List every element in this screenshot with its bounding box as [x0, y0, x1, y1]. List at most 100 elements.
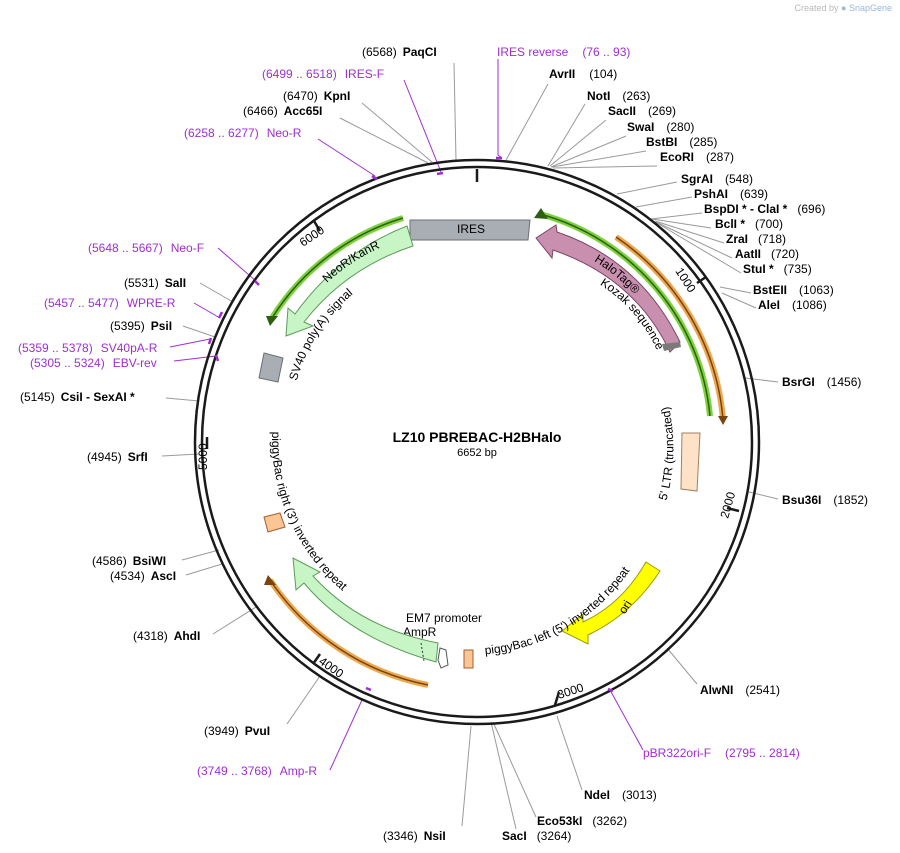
- enzyme-bstbi: BstBI(285): [646, 135, 717, 149]
- leader-acc65i: [339, 117, 429, 164]
- leader-csii: [165, 397, 200, 402]
- enzyme-eco53ki: Eco53kI(3262): [537, 814, 627, 828]
- orange-band-left-core: [269, 579, 429, 686]
- leader-pvui: [286, 675, 321, 725]
- feature-ires: [409, 219, 531, 241]
- leader-ires-reverse: [497, 59, 503, 159]
- leader-ahdi: [212, 606, 257, 635]
- tick-3000: [553, 691, 561, 706]
- primer-pbr322ori-f: pBR322ori-F(2795 .. 2814): [643, 746, 800, 760]
- enzyme-aatii: AatII(720): [735, 247, 799, 261]
- primer-mark-ebv-rev: [214, 354, 220, 362]
- primer-neo-r: (6258 .. 6277)Neo-R: [184, 126, 302, 140]
- tick-6000: [312, 220, 322, 232]
- enzyme-stui: StuI *(735): [743, 262, 812, 276]
- feature-neor: [285, 225, 414, 337]
- primer-mark-wpre-r: [217, 311, 224, 319]
- tick-2000: [726, 506, 740, 513]
- enzyme-asci: (4534)AscI: [110, 569, 176, 583]
- leader-psii: [182, 325, 216, 338]
- primer-mark-amp-r: [365, 686, 372, 692]
- leader-noti: [547, 103, 586, 167]
- primer-neo-f: (5648 .. 5667)Neo-F: [88, 241, 204, 255]
- watermark-brand: SnapGene: [848, 3, 892, 13]
- leader-lines: [161, 59, 779, 830]
- leader-swai: [550, 135, 627, 168]
- plasmid-backbone-inner: [200, 165, 754, 719]
- leader-kpni: [361, 102, 433, 163]
- leader-neo-r: [317, 138, 376, 177]
- primer-mark-sv40pa-r: [207, 337, 213, 345]
- green-band-right-core: [539, 213, 711, 417]
- enzyme-acc65i: (6466)Acc65I: [243, 104, 322, 118]
- leader-pbr322ori-f: [609, 689, 644, 751]
- tick-label-3000: 3000: [556, 680, 586, 702]
- enzyme-csii-sexai: (5145)CsiI - SexAI *: [20, 390, 135, 404]
- green-band-left-core: [271, 217, 404, 319]
- enzyme-alwni: AlwNI(2541): [700, 683, 780, 697]
- scale-ticks: [205, 220, 740, 706]
- orange-band-left-arrow: [264, 575, 276, 585]
- enzyme-pshai: PshAI(639): [694, 187, 768, 201]
- leader-bsrgi: [744, 377, 779, 383]
- leader-ires-f: [403, 79, 442, 173]
- leader-ecori: [552, 165, 658, 169]
- feature-label-5ltr: 5' LTR (truncated): [656, 406, 677, 502]
- leader-sali: [199, 282, 234, 303]
- feature-label-ampr: AmpR: [403, 625, 437, 639]
- tick-label-2000: 2000: [717, 490, 738, 520]
- leader-paqci: [453, 62, 457, 161]
- feature-ampr-internal-mark: [420, 642, 425, 662]
- primer-sv40pa-r: (5359 .. 5378)SV40pA-R: [18, 341, 158, 355]
- primer-wpre-r: (5457 .. 5477)WPRE-R: [44, 296, 176, 310]
- plasmid-length: 6652 bp: [457, 447, 497, 459]
- feature-label-em7: EM7 promoter: [406, 611, 482, 625]
- tick-label-5000: 5000: [196, 443, 210, 470]
- leader-nsii: [461, 725, 472, 827]
- enzyme-psii: (5395)PsiI: [110, 319, 172, 333]
- leader-bsiwi: [181, 549, 220, 561]
- feature-em7-promoter: [437, 647, 449, 669]
- leader-bstbi: [551, 150, 647, 168]
- enzyme-paqci: (6568)PaqCI: [362, 45, 437, 59]
- enzyme-nsii: (3346)NsiI: [383, 829, 446, 843]
- leader-asci: [185, 563, 223, 576]
- feature-ampr: [292, 557, 439, 663]
- enzyme-ndei: NdeI(3013): [584, 788, 657, 802]
- enzyme-ecori: EcoRI(287): [660, 150, 734, 164]
- leader-alei: [721, 292, 757, 309]
- feature-pb-left-itr: [463, 649, 474, 669]
- feature-label-ires: IRES: [457, 222, 485, 236]
- plasmid-name: LZ10 PBREBAC-H2BHalo: [393, 429, 562, 445]
- leader-neo-f: [217, 247, 258, 283]
- orange-band-right-arrow: [718, 416, 728, 425]
- enzyme-srfi: (4945)SrfI: [87, 450, 148, 464]
- snapgene-watermark: Created by ● SnapGene: [794, 3, 892, 13]
- enzyme-bsrgi: BsrGI(1456): [782, 375, 861, 389]
- leader-srfi: [161, 453, 200, 457]
- leader-ebv-rev: [173, 355, 217, 362]
- leader-alwni: [666, 647, 698, 685]
- primer-ires-f: (6499 .. 6518)IRES-F: [262, 67, 384, 81]
- leader-stui: [656, 222, 742, 274]
- feature-pb-right-itr: [263, 512, 286, 533]
- feature-ori: [561, 561, 661, 645]
- snapgene-logo-icon: ●: [841, 3, 847, 13]
- feature-sv40-polya: [258, 352, 284, 383]
- leader-zrai: [654, 220, 725, 244]
- enzyme-bsu36i: Bsu36I(1852): [782, 493, 868, 507]
- feature-label-ori: ori: [616, 598, 635, 617]
- watermark-created: Created by: [794, 3, 839, 13]
- enzyme-sali: (5531)SalI: [124, 276, 186, 290]
- primer-ires-reverse: IRES reverse(76 .. 93): [497, 45, 630, 59]
- orange-band-right-core: [615, 236, 724, 420]
- enzyme-pvui: (3949)PvuI: [204, 724, 270, 738]
- primer-marks: [207, 156, 614, 693]
- feature-kozak: [662, 342, 681, 351]
- enzyme-swai: SwaI(280): [627, 120, 694, 134]
- enzyme-bsteii: BstEII(1063): [753, 283, 834, 297]
- leader-wpre-r: [193, 302, 221, 319]
- primer-mark-neo-r: [371, 174, 378, 181]
- leader-bspdi: [650, 212, 703, 220]
